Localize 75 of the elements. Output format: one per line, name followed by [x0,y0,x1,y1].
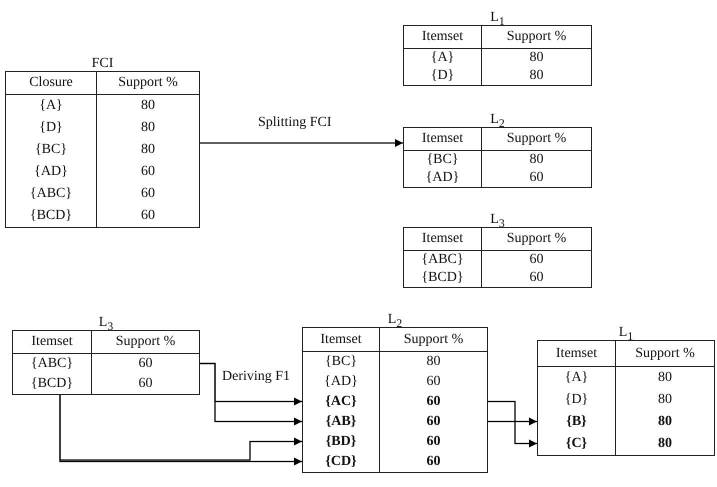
table-cell: 60 [379,452,487,472]
column-header: Support % [379,328,487,351]
table-cell-text: {BC} [324,353,358,371]
table-cell-text: {AD} [424,169,460,187]
column-header: Itemset [420,230,464,248]
table-cell-text: {ABC} [28,185,74,203]
table-title: L$_{2}$ [388,312,402,331]
table-cell-text: {B} [565,413,588,431]
table-cell-text: {AD} [33,163,69,181]
arrow [200,139,403,147]
table-cell: 60 [96,161,199,183]
table-title: L$_{3}$ [98,315,114,334]
table-cell-text: {BC} [34,141,68,159]
table-cell-text: {CD} [324,453,358,471]
table-cell-text: {A} [430,49,456,67]
edge-label: Splitting FCI [258,114,332,132]
table-cell: 80 [615,411,714,433]
table-title: L$_{1}$ [490,10,505,29]
table-cell: 80 [481,67,591,85]
table-cell-text: {BD} [324,433,358,451]
arrow [200,362,302,426]
column-header: Itemset [420,130,464,148]
table-cell: 80 [481,49,591,67]
table-cell: 60 [91,374,199,394]
table-cell: 80 [96,95,199,117]
table-cell-text: {BCD} [30,375,74,393]
table-cell-text: {BCD} [420,269,465,287]
table-title: L$_{3}$ [490,212,505,231]
table-cell-text: {AD} [323,373,359,391]
table-cell-text: {ABC} [30,355,74,373]
table-cell-text: {C} [564,435,588,453]
table-cell: 60 [481,251,591,269]
table-cell: 80 [481,151,591,169]
table-cell-text: {ABC} [420,251,465,269]
table-cell: 80 [615,367,714,389]
arrow [488,400,537,448]
table-cell-text: {A} [38,97,64,115]
table-cell: 60 [91,354,199,374]
table-cell: 60 [96,205,199,227]
table-cell-text: {BCD} [28,207,74,225]
table-cell-text: {AB} [324,413,358,431]
table-cell: 80 [615,389,714,411]
column-header: Support % [481,128,591,150]
table-cell: 60 [379,392,487,412]
column-header: Closure [28,74,74,92]
note-label: Deriving F1 [222,368,290,386]
column-header: Itemset [420,28,464,46]
table-cell-text: {D} [430,67,456,85]
table-cell: 80 [96,117,199,139]
table-cell-text: {D} [564,391,590,409]
table-title: FCI [92,56,114,71]
table-cell: 60 [96,183,199,205]
table-cell-text: {D} [38,119,64,137]
arrow [488,418,537,426]
table-cell: 80 [96,139,199,161]
column-header: Support % [481,26,591,48]
column-header: Itemset [319,330,363,348]
column-header: Support % [481,228,591,250]
table-cell-text: {BC} [425,151,460,169]
table-title: L$_{1}$ [618,325,634,344]
table-cell: 80 [615,433,714,455]
table-cell: 60 [379,432,487,452]
column-header: Support % [615,341,714,366]
column-header: Itemset [30,333,74,351]
table-cell: 60 [379,412,487,432]
table-cell: 60 [481,269,591,287]
table-cell: 60 [379,372,487,392]
table-cell-text: {A} [564,369,590,387]
column-header: Itemset [554,344,598,362]
column-header: Support % [91,331,199,353]
table-cell-text: {AC} [324,393,358,411]
column-header: Support % [96,72,199,94]
table-cell: 80 [379,352,487,372]
table-title: L$_{2}$ [490,112,505,131]
table-cell: 60 [481,169,591,187]
